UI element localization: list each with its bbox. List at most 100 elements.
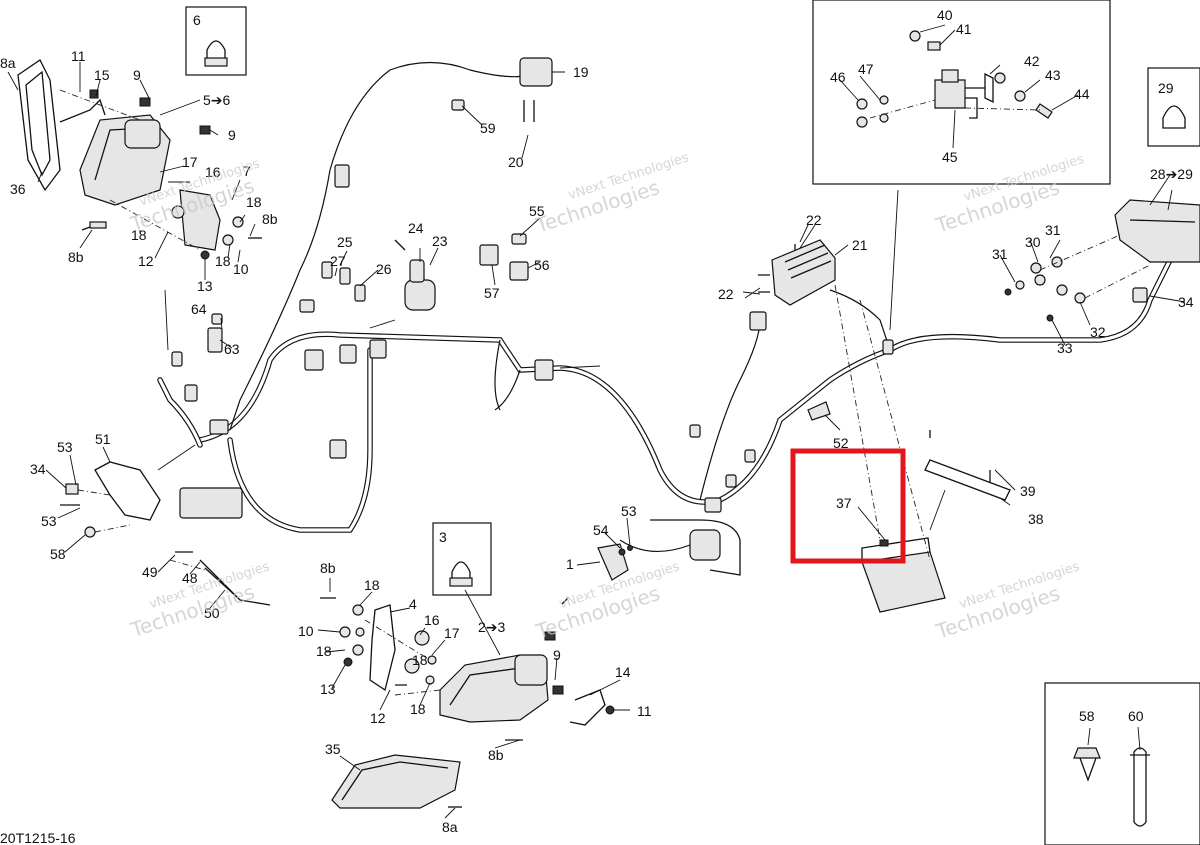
callout-4: 4 [409, 596, 417, 612]
callout-55: 55 [529, 203, 545, 219]
callout-14: 14 [615, 664, 631, 680]
callout-12-left: 12 [138, 253, 154, 269]
callout-9-mid: 9 [228, 127, 236, 143]
callout-54: 54 [593, 522, 609, 538]
inset-bulb-6 [185, 6, 247, 76]
callout-51: 51 [95, 431, 111, 447]
callout-31-left: 31 [992, 246, 1008, 262]
harness-connectors [171, 164, 1148, 519]
leader-lines [7, 24, 1186, 819]
callout-34-left: 34 [30, 461, 46, 477]
callout-10-bottom: 10 [298, 623, 314, 639]
drawing-code: 20T1215-16 [0, 830, 76, 845]
callout-33: 33 [1057, 340, 1073, 356]
callout-3-inset: 3 [439, 529, 447, 545]
callout-29-inset: 29 [1158, 80, 1174, 96]
callout-46: 46 [830, 69, 846, 85]
highlight-box-part-37 [790, 448, 906, 564]
callout-19: 19 [573, 64, 589, 80]
callout-17-bottom: 17 [444, 625, 460, 641]
callout-5-to-6: 5➔6 [203, 92, 231, 108]
callout-18-f: 18 [412, 652, 428, 668]
callout-36: 36 [10, 181, 26, 197]
callout-26: 26 [376, 261, 392, 277]
callout-28-to-29: 28➔29 [1150, 166, 1193, 182]
callout-8b-mid: 8b [320, 560, 336, 576]
callout-25: 25 [337, 234, 353, 250]
callout-8a-bottom: 8a [442, 819, 458, 835]
callout-1: 1 [566, 556, 574, 572]
callout-30: 30 [1025, 234, 1041, 250]
callout-64: 64 [191, 301, 207, 317]
taillight-assembly [1004, 199, 1200, 322]
callout-41: 41 [956, 21, 972, 37]
callout-42: 42 [1024, 53, 1040, 69]
callout-11-top: 11 [71, 48, 86, 64]
callout-56: 56 [534, 257, 550, 273]
pointer-arrows [157, 189, 946, 531]
callout-40: 40 [937, 7, 953, 23]
right-headlight-assembly [320, 597, 615, 809]
callout-52: 52 [833, 435, 849, 451]
callout-18-a: 18 [246, 194, 262, 210]
battery [807, 284, 1011, 613]
callout-12-bottom: 12 [370, 710, 386, 726]
callout-57: 57 [484, 285, 500, 301]
callout-8a-top: 8a [0, 55, 16, 71]
inset-solenoid-detail [812, 0, 1111, 185]
callout-47: 47 [858, 61, 874, 77]
callout-31-right: 31 [1045, 222, 1061, 238]
callout-24: 24 [408, 220, 424, 236]
callout-13-left: 13 [197, 278, 213, 294]
callout-34-right: 34 [1178, 294, 1194, 310]
callout-23: 23 [432, 233, 448, 249]
callout-32: 32 [1090, 324, 1106, 340]
left-bracket [60, 461, 161, 538]
callout-27: 27 [330, 253, 346, 269]
inset-fasteners [1044, 682, 1200, 845]
callout-60: 60 [1128, 708, 1144, 724]
ignition-switch-area [207, 57, 553, 353]
callout-48: 48 [182, 570, 198, 586]
callout-43: 43 [1045, 67, 1061, 83]
callout-18-g: 18 [410, 701, 426, 717]
callout-38: 38 [1028, 511, 1044, 527]
callout-18-c: 18 [215, 253, 231, 269]
callout-13-bottom: 13 [320, 681, 336, 697]
callout-20: 20 [508, 154, 524, 170]
callout-labels: 6 5➔6 8a 11 15 9 9 17 16 7 36 18 8b 18 8… [0, 7, 1194, 835]
callout-35: 35 [325, 741, 341, 757]
callout-16-left: 16 [205, 164, 221, 180]
callout-63: 63 [224, 341, 240, 357]
callout-18-d: 18 [364, 577, 380, 593]
callout-8b-right: 8b [262, 211, 278, 227]
voltage-regulator [758, 239, 836, 306]
callout-22-top: 22 [806, 212, 822, 228]
inset-bulb-3 [432, 522, 492, 596]
left-clip [169, 551, 271, 606]
left-headlight-assembly [17, 59, 262, 260]
callout-9-bottom: 9 [553, 647, 561, 663]
callout-10-left: 10 [233, 261, 249, 277]
callout-59: 59 [480, 120, 496, 136]
callout-53-left: 53 [57, 439, 73, 455]
inset-taillight-bulb [1147, 67, 1200, 147]
callout-37: 37 [836, 495, 852, 511]
callout-2-to-3: 2➔3 [478, 619, 506, 635]
callout-58-left: 58 [50, 546, 66, 562]
callout-58-inset: 58 [1079, 708, 1095, 724]
callout-18-b: 18 [131, 227, 147, 243]
starter-solenoid [597, 519, 741, 581]
callout-39: 39 [1020, 483, 1036, 499]
callout-22-left: 22 [718, 286, 734, 302]
callout-50: 50 [204, 605, 220, 621]
callout-15: 15 [94, 67, 110, 83]
callout-8b-left: 8b [68, 249, 84, 265]
callout-16-bottom: 16 [424, 612, 440, 628]
callout-44: 44 [1074, 86, 1090, 102]
callout-49: 49 [142, 564, 158, 580]
callout-6: 6 [193, 12, 201, 28]
callout-21: 21 [852, 237, 868, 253]
callout-18-e: 18 [316, 643, 332, 659]
